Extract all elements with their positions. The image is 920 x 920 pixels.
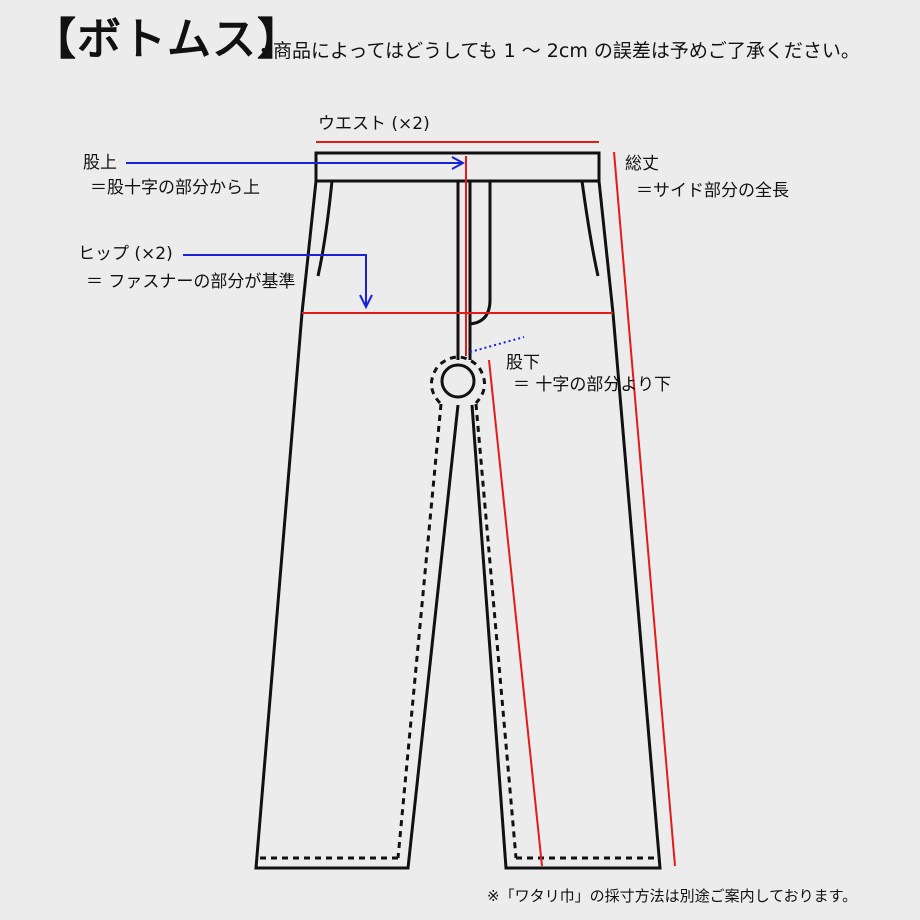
length-measure-line xyxy=(613,151,676,867)
page-title: 【ボトムス】 xyxy=(32,14,302,65)
rise-pointer-arrow xyxy=(451,156,466,170)
total-length-description: ＝サイド部分の全長 xyxy=(636,181,789,201)
left-leg-outline xyxy=(254,180,460,870)
crotch-circle xyxy=(440,363,476,399)
waist-label: ウエスト (×2) xyxy=(318,114,430,134)
inseam-pointer-line xyxy=(469,336,525,353)
left-pocket xyxy=(316,180,334,277)
inseam-description: ＝ 十字の部分より下 xyxy=(513,375,672,395)
rise-label: 股上 xyxy=(83,153,117,173)
hip-pointer-arrow xyxy=(359,294,373,310)
hip-pointer-line xyxy=(183,254,367,305)
right-pocket xyxy=(580,180,600,277)
rise-description: ＝股十字の部分から上 xyxy=(90,178,260,198)
total-length-label: 総丈 xyxy=(625,154,659,174)
right-leg-outline xyxy=(470,180,662,870)
footer-note: ※「ワタリ巾」の採寸方法は別途ご案内しております。 xyxy=(487,887,858,905)
hip-label: ヒップ (×2) xyxy=(78,244,173,264)
fly-stitch xyxy=(469,181,492,326)
inseam-measure-line xyxy=(488,359,543,867)
hip-description: ＝ ファスナーの部分が基準 xyxy=(86,272,296,292)
inseam-label: 股下 xyxy=(506,353,540,373)
tolerance-note: ・商品によってはどうしても 1 ～ 2cm の誤差は予めご了承ください。 xyxy=(254,40,860,62)
right-inseam-dashed xyxy=(474,403,518,859)
